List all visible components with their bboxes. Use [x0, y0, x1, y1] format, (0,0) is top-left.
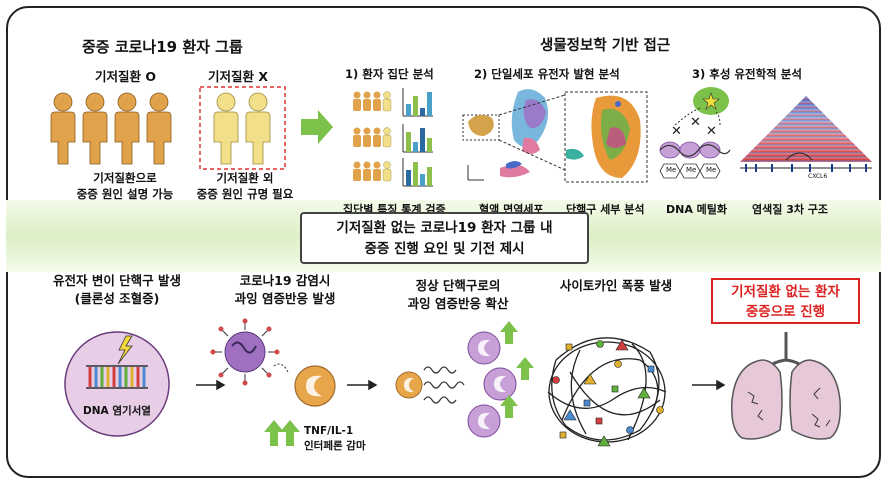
outcome-line-2: 중증으로 진행: [745, 304, 826, 320]
stage4-line-1: 사이토카인 폭풍 발생: [559, 278, 673, 293]
analysis-illustrations: ✕ ✕ ✕: [353, 87, 872, 187]
group-without-dashed-box: [199, 86, 286, 170]
step2-title: 2) 단일세포 유전자 발현 분석: [474, 67, 620, 81]
group-without-label: 기저질환 X: [208, 69, 268, 84]
dna-circle-label: DNA 염기서열: [83, 405, 151, 417]
cytokine-storm: [547, 337, 667, 447]
step3-caption-left: DNA 메틸화: [666, 203, 728, 216]
svg-text:✕: ✕: [706, 124, 717, 139]
stage3-line-1: 정상 단핵구로의: [415, 278, 501, 293]
spread-up-arrows: [500, 321, 534, 418]
marker-interferon-gamma: 인터페론 감마: [304, 440, 366, 452]
outcome-box: 기저질환 없는 환자 중증으로 진행: [711, 278, 860, 324]
svg-text:✕: ✕: [690, 115, 701, 130]
methyl-label-1: Me: [666, 166, 677, 174]
step1-bar-charts: [402, 88, 433, 187]
marker-tnf-il1: TNF/IL-1: [304, 425, 354, 437]
summary-callout: 기저질환 없는 코로나19 환자 그룹 내 중증 진행 요인 및 기전 제시: [300, 212, 589, 264]
virus-icon: [210, 318, 280, 386]
cytokine-up-arrows: [264, 420, 300, 446]
stage1-line-2: (클론성 조혈증): [74, 291, 160, 306]
stage-arrows: [196, 379, 726, 391]
stage3-title: 정상 단핵구로의 과잉 염증반응 확산: [383, 277, 533, 313]
group-with-caption-1: 기저질환으로: [93, 171, 157, 185]
cytokine-markers: TNF/IL-1 인터페론 감마: [304, 424, 366, 454]
approach-arrow-icon: [301, 110, 333, 144]
stage1-title: 유전자 변이 단핵구 발생 (클론성 조혈증): [32, 272, 202, 308]
step3-hic-heatmap: [740, 96, 872, 172]
lungs-icon: [730, 332, 842, 440]
methyl-label-2: Me: [686, 166, 697, 174]
cxcl6-gene-label: CXCL6: [808, 173, 828, 180]
group-without-caption-1: 기저질환 외: [216, 171, 274, 185]
svg-text:✕: ✕: [671, 124, 682, 139]
group-without-caption: 기저질환 외 중증 원인 규명 필요: [180, 170, 310, 202]
callout-line-1: 기저질환 없는 코로나19 환자 그룹 내: [336, 220, 553, 236]
bioinformatics-title: 생물정보학 기반 접근: [540, 38, 671, 54]
group-with-caption-2: 중증 원인 설명 가능: [76, 187, 174, 201]
mutant-monocyte-icon: [294, 365, 336, 407]
group-with-caption: 기저질환으로 중증 원인 설명 가능: [60, 170, 190, 202]
step3-methylation-diagram: ✕ ✕ ✕: [659, 87, 731, 179]
step1-population-icons: [353, 91, 392, 182]
step1-title: 1) 환자 집단 분석: [345, 67, 434, 81]
stage2-line-2: 과잉 염증반응 발생: [234, 291, 336, 306]
outcome-line-1: 기저질환 없는 환자: [731, 284, 840, 300]
patient-group-title: 중증 코로나19 환자 그룹: [82, 38, 243, 56]
callout-line-2: 중증 진행 요인 및 기전 제시: [364, 241, 525, 257]
stage2-title: 코로나19 감염시 과잉 염증반응 발생: [210, 272, 360, 308]
step2-umap-plot: [462, 89, 648, 183]
signal-waves: [423, 366, 465, 404]
normal-monocytes: [467, 331, 517, 438]
step3-caption-right: 염색질 3차 구조: [752, 203, 829, 216]
activated-monocyte-icon: [395, 371, 423, 399]
stage1-line-1: 유전자 변이 단핵구 발생: [52, 273, 182, 288]
stage2-line-1: 코로나19 감염시: [239, 273, 331, 288]
stage3-line-2: 과잉 염증반응 확산: [407, 296, 509, 311]
group-without-caption-2: 중증 원인 규명 필요: [196, 187, 294, 201]
stage4-title: 사이토카인 폭풍 발생: [536, 277, 696, 295]
patient-groups-illustration: [50, 86, 333, 170]
methyl-label-3: Me: [706, 166, 717, 174]
group-with-label: 기저질환 O: [95, 69, 156, 84]
step3-title: 3) 후성 유전학적 분석: [692, 67, 802, 81]
mutation-lightning-icon: [117, 335, 133, 365]
dna-sequence-circle: [64, 331, 170, 437]
